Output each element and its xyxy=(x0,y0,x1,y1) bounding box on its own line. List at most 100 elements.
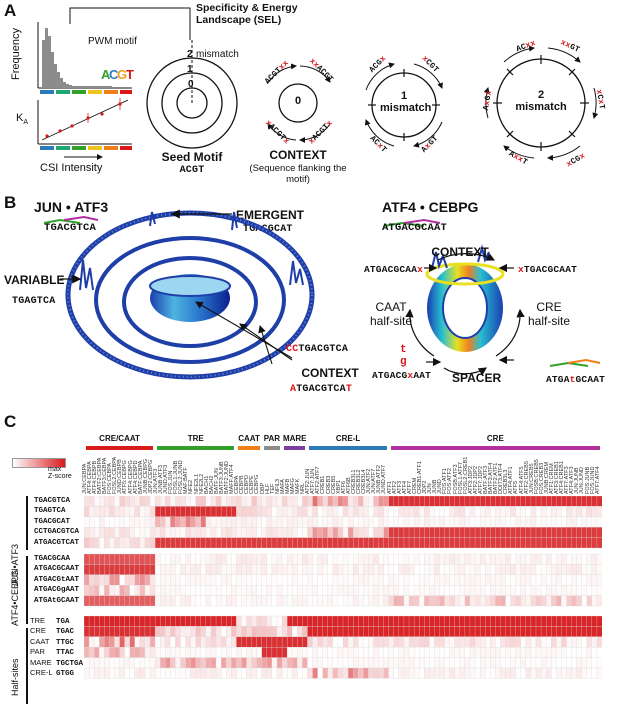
heatmap-cell xyxy=(160,496,166,507)
heatmap-cell xyxy=(119,553,125,565)
heatmap-cell xyxy=(525,564,532,575)
column-group-label: CRE xyxy=(486,434,504,443)
heatmap-cell xyxy=(261,585,268,596)
heatmap-cell xyxy=(358,626,364,637)
heatmap-cell xyxy=(556,595,562,607)
heatmap-cell xyxy=(342,657,349,669)
heatmap-cell xyxy=(226,553,232,565)
heatmap-cell xyxy=(241,527,247,538)
heatmap-cell xyxy=(403,585,410,596)
heatmap-cell xyxy=(586,553,593,565)
heatmap-cell xyxy=(220,595,227,607)
heatmap-cell xyxy=(205,506,212,517)
heatmap-cell xyxy=(566,595,572,607)
heatmap-cell xyxy=(424,657,430,669)
heatmap-cell xyxy=(434,657,440,669)
heatmap-cell xyxy=(322,574,329,586)
heatmap-cell xyxy=(251,595,258,607)
heatmap-cell xyxy=(190,506,197,517)
heatmap-cell xyxy=(109,553,115,565)
heatmap-cell xyxy=(479,647,486,658)
heatmap-cell xyxy=(464,564,471,575)
heatmap-cell xyxy=(530,657,537,669)
heatmap-cell xyxy=(149,595,156,607)
heatmap-cell xyxy=(119,626,125,637)
heatmap-cell xyxy=(337,595,344,607)
heatmap-cell xyxy=(474,626,481,637)
heatmap-cell xyxy=(175,595,181,607)
heatmap-cell xyxy=(373,657,379,669)
heatmap-cell xyxy=(332,667,339,679)
heatmap-cell xyxy=(505,537,511,549)
heatmap-cell xyxy=(373,496,379,507)
heatmap-cell xyxy=(596,574,602,586)
heatmap-cell xyxy=(383,626,390,637)
heatmap-cell xyxy=(535,564,542,575)
heatmap-cell xyxy=(160,626,166,637)
heatmap-cell xyxy=(139,667,146,679)
heatmap-cell xyxy=(210,585,217,596)
heatmap-cell xyxy=(297,615,303,627)
heatmap-cell xyxy=(535,527,542,538)
heatmap-cell xyxy=(236,626,242,637)
heatmap-cell xyxy=(505,506,511,517)
heatmap-cell xyxy=(556,585,562,596)
heatmap-cell xyxy=(210,636,217,648)
heatmap-cell xyxy=(144,516,151,528)
heatmap-cell xyxy=(292,626,298,637)
heatmap-cell xyxy=(261,595,268,607)
heatmap-cell xyxy=(419,667,425,679)
heatmap-cell xyxy=(424,516,430,528)
heatmap-cell xyxy=(398,553,405,565)
heatmap-cell xyxy=(383,553,390,565)
heatmap-cell xyxy=(271,647,278,658)
heatmap-cell xyxy=(449,595,456,607)
heatmap-cell xyxy=(302,553,308,565)
heatmap-cell xyxy=(241,667,247,679)
heatmap-cell xyxy=(545,595,552,607)
heatmap-cell xyxy=(464,636,471,648)
heatmap-cell xyxy=(180,647,186,658)
heatmap-cell xyxy=(368,537,374,549)
heatmap-cell xyxy=(185,626,191,637)
heatmap-cell xyxy=(231,516,237,528)
heatmap-cell xyxy=(576,574,583,586)
heatmap-cell xyxy=(322,636,329,648)
heatmap-cell xyxy=(545,647,552,658)
heatmap-cell xyxy=(104,636,110,648)
heatmap-cell xyxy=(373,626,379,637)
heatmap-cell xyxy=(144,537,151,549)
heatmap-cell xyxy=(317,585,324,596)
heatmap-cell xyxy=(444,657,450,669)
motif-row-label: ATGACGTCAT xyxy=(34,538,80,547)
heatmap-cell xyxy=(571,553,577,565)
heatmap-cell xyxy=(454,516,461,528)
heatmap-cell xyxy=(469,574,476,586)
heatmap-cell xyxy=(439,657,445,669)
heatmap-cell xyxy=(266,564,273,575)
heatmap-cell xyxy=(500,667,506,679)
variable-label: VARIABLE xyxy=(4,273,65,287)
heatmap-cell xyxy=(535,647,542,658)
heatmap-cell xyxy=(393,595,400,607)
heatmap-cell xyxy=(469,615,476,627)
heatmap-cell xyxy=(124,636,131,648)
heatmap-cell xyxy=(576,506,583,517)
heatmap-cell xyxy=(84,527,90,538)
heatmap-cell xyxy=(220,537,227,549)
heatmap-cell xyxy=(185,615,191,627)
heatmap-cell xyxy=(368,527,374,538)
heatmap-cell xyxy=(220,615,227,627)
heatmap-cell xyxy=(317,574,324,586)
heatmap-cell xyxy=(383,595,390,607)
heatmap-cell xyxy=(444,574,450,586)
heatmap xyxy=(84,496,602,679)
heatmap-cell xyxy=(490,667,496,679)
heatmap-cell xyxy=(104,595,110,607)
heatmap-cell xyxy=(94,527,100,538)
heatmap-cell xyxy=(586,527,593,538)
heatmap-cell xyxy=(591,585,598,596)
heatmap-cell xyxy=(312,527,318,538)
heatmap-cell xyxy=(551,626,557,637)
heatmap-cell xyxy=(124,657,131,669)
